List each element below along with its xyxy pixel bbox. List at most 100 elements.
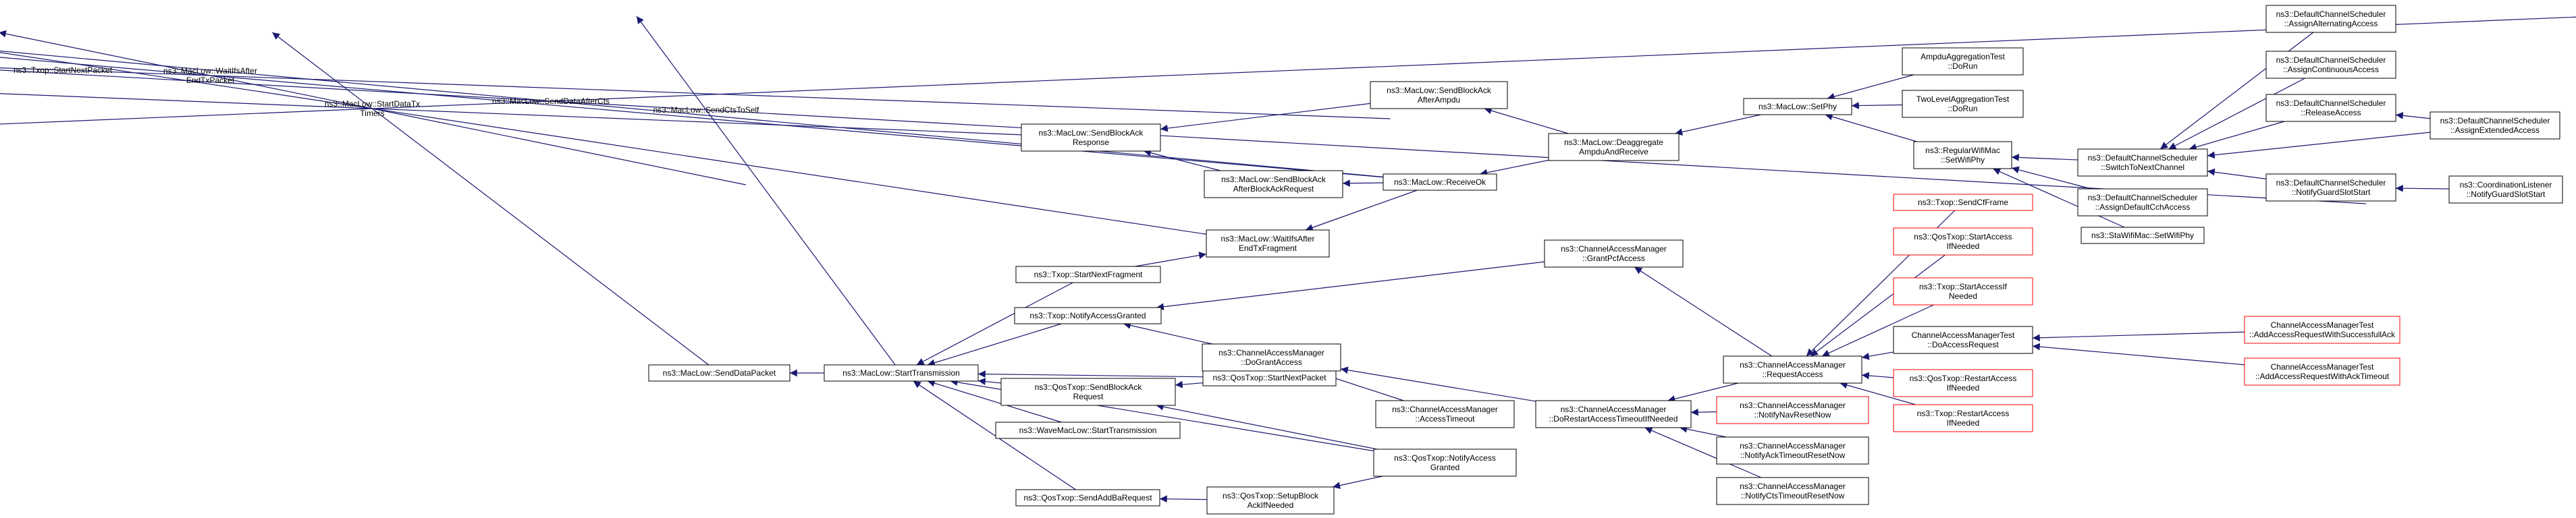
node-n44[interactable]: ns3::DefaultChannelScheduler::AssignAlte…	[2265, 5, 2396, 33]
node-n17[interactable]: ns3::QosTxop::StartNextPacket	[1202, 369, 1337, 386]
node-box	[1014, 307, 1162, 324]
node-box	[2265, 5, 2396, 33]
node-label: AfterAmpdu	[1418, 95, 1460, 105]
node-box	[1370, 81, 1508, 109]
node-n19[interactable]: ns3::ChannelAccessManager::AccessTimeout	[1375, 400, 1515, 428]
node-label: ns3::MacLow::StartDataTx	[325, 99, 420, 109]
node-label: ChannelAccessManagerTest	[1912, 330, 2015, 340]
node-n33[interactable]: ns3::Txop::SendCfFrame	[1893, 194, 2033, 211]
node-n20[interactable]: ns3::ChannelAccessManager::GrantPcfAcces…	[1544, 239, 1684, 268]
node-box	[1893, 277, 2033, 306]
node-n49[interactable]: ns3::CoordinationListener::NotifyGuardSl…	[2448, 175, 2563, 204]
node-n24[interactable]: ns3::MacLow::SetPhy	[1743, 98, 1852, 115]
node-n40[interactable]: ns3::DefaultChannelScheduler::AssignDefa…	[2077, 188, 2208, 217]
node-n13[interactable]: ns3::Txop::NotifyAccessGranted	[1014, 307, 1162, 324]
node-n22[interactable]: ns3::QosTxop::NotifyAccessGranted	[1373, 449, 1517, 477]
node-box	[995, 422, 1181, 439]
node-n25[interactable]: ns3::ChannelAccessManager::DoRestartAcce…	[1535, 400, 1692, 428]
node-n47[interactable]: ns3::DefaultChannelScheduler::NotifyGuar…	[2265, 173, 2396, 202]
node-n16[interactable]: ns3::QosTxop::SendAddBaRequest	[1015, 489, 1160, 507]
node-n18[interactable]: ns3::ChannelAccessManager::DoGrantAccess	[1202, 343, 1341, 372]
node-n9[interactable]: ns3::MacLow::ReceiveOk	[1383, 173, 1497, 191]
node-label: ns3::QosTxop::NotifyAccess	[1394, 453, 1496, 463]
node-n48[interactable]: ns3::DefaultChannelScheduler::AssignExte…	[2430, 111, 2560, 140]
node-n15[interactable]: ns3::WaveMacLow::StartTransmission	[995, 422, 1181, 439]
node-box	[1716, 477, 1869, 505]
node-label: ::RequestAccess	[1762, 370, 1823, 379]
node-label: Response	[1073, 138, 1109, 147]
node-n3[interactable]: ns3::MacLow::SendDataAfterCts	[492, 96, 610, 106]
node-box	[1373, 449, 1517, 477]
node-box	[1913, 141, 2012, 169]
node-n39[interactable]: ns3::DefaultChannelScheduler::SwitchToNe…	[2077, 148, 2208, 177]
node-n30[interactable]: AmpduAggregationTest::DoRun	[1902, 47, 2024, 76]
edge-n39-n32	[2011, 154, 2078, 161]
node-label: ns3::DefaultChannelScheduler	[2276, 98, 2386, 108]
node-label: ::AssignDefaultCchAccess	[2095, 202, 2191, 212]
node-n29[interactable]: ns3::ChannelAccessManager::NotifyCtsTime…	[1716, 477, 1869, 505]
node-label: ns3::ChannelAccessManager	[1218, 348, 1324, 357]
node-n46[interactable]: ns3::DefaultChannelScheduler::ReleaseAcc…	[2265, 94, 2396, 122]
node-n43[interactable]: ChannelAccessManagerTest::AddAccessReque…	[2244, 357, 2400, 386]
node-label: ns3::MacLow::SendDataPacket	[663, 368, 776, 378]
node-n36[interactable]: ChannelAccessManagerTest::DoAccessReques…	[1893, 326, 2033, 354]
node-box	[2081, 227, 2205, 244]
node-label: ns3::MacLow::StartTransmission	[842, 368, 960, 378]
node-n42[interactable]: ChannelAccessManagerTest::AddAccessReque…	[2244, 316, 2400, 344]
edge-n5-n2	[271, 32, 709, 366]
node-n32[interactable]: ns3::RegularWifiMac::SetWifiPhy	[1913, 141, 2012, 169]
node-label: ns3::DefaultChannelScheduler	[2088, 153, 2198, 163]
node-n27[interactable]: ns3::ChannelAccessManager::NotifyNavRese…	[1716, 396, 1869, 424]
node-label: ns3::QosTxop::RestartAccess	[1910, 374, 2017, 383]
node-n4[interactable]: ns3::MacLow::SendCtsToSelf	[653, 105, 759, 115]
node-n12[interactable]: ns3::Txop::StartNextFragment	[1015, 266, 1161, 283]
node-label: ns3::Txop::StartNextPacket	[14, 65, 113, 75]
node-n45[interactable]: ns3::DefaultChannelScheduler::AssignCont…	[2265, 51, 2396, 79]
node-n28[interactable]: ns3::ChannelAccessManager::NotifyAckTime…	[1716, 436, 1869, 465]
node-label: ::NotifyNavResetNow	[1754, 410, 1831, 420]
edge-n42-n36	[2032, 331, 2245, 342]
node-box	[2244, 316, 2400, 344]
node-box	[1902, 90, 2024, 118]
node-label: IfNeeded	[1947, 418, 1980, 428]
node-n31[interactable]: TwoLevelAggregationTest::DoRun	[1902, 90, 2024, 118]
node-box	[1202, 369, 1337, 386]
node-label: ns3::ChannelAccessManager	[1740, 441, 1846, 451]
node-n5[interactable]: ns3::MacLow::SendDataPacket	[648, 364, 790, 382]
node-n0[interactable]: ns3::Txop::StartNextPacket	[14, 65, 113, 75]
node-n11[interactable]: ns3::MacLow::StartTransmission	[824, 364, 979, 382]
node-label: ns3::ChannelAccessManager	[1561, 244, 1667, 254]
node-box	[1902, 47, 2024, 76]
node-n26[interactable]: ns3::ChannelAccessManager::RequestAccess	[1723, 355, 1862, 384]
node-box	[1202, 343, 1341, 372]
node-label: Granted	[1430, 463, 1459, 472]
edge-n17-n14	[1175, 380, 1204, 388]
node-n41[interactable]: ns3::StaWifiMac::SetWifiPhy	[2081, 227, 2205, 244]
node-n8[interactable]: ns3::MacLow::SendBlockAckAfterBlockAckRe…	[1204, 170, 1343, 198]
node-label: ns3::Txop::NotifyAccessGranted	[1029, 311, 1146, 320]
node-label: ::SwitchToNextChannel	[2101, 163, 2184, 172]
node-label: ns3::DefaultChannelScheduler	[2276, 55, 2386, 65]
node-label: ns3::CoordinationListener	[2460, 180, 2552, 190]
node-label: IfNeeded	[1947, 383, 1980, 393]
edge-n26-n20	[1634, 266, 1773, 357]
edge-n44-n39	[2159, 32, 2314, 150]
node-label: ns3::ChannelAccessManager	[1740, 482, 1846, 491]
node-box	[1000, 378, 1176, 406]
node-label: ::NotifyCtsTimeoutResetNow	[1741, 491, 1845, 500]
edge-n40-n32	[2011, 166, 2092, 190]
node-label: ns3::MacLow::ReceiveOk	[1394, 177, 1486, 187]
